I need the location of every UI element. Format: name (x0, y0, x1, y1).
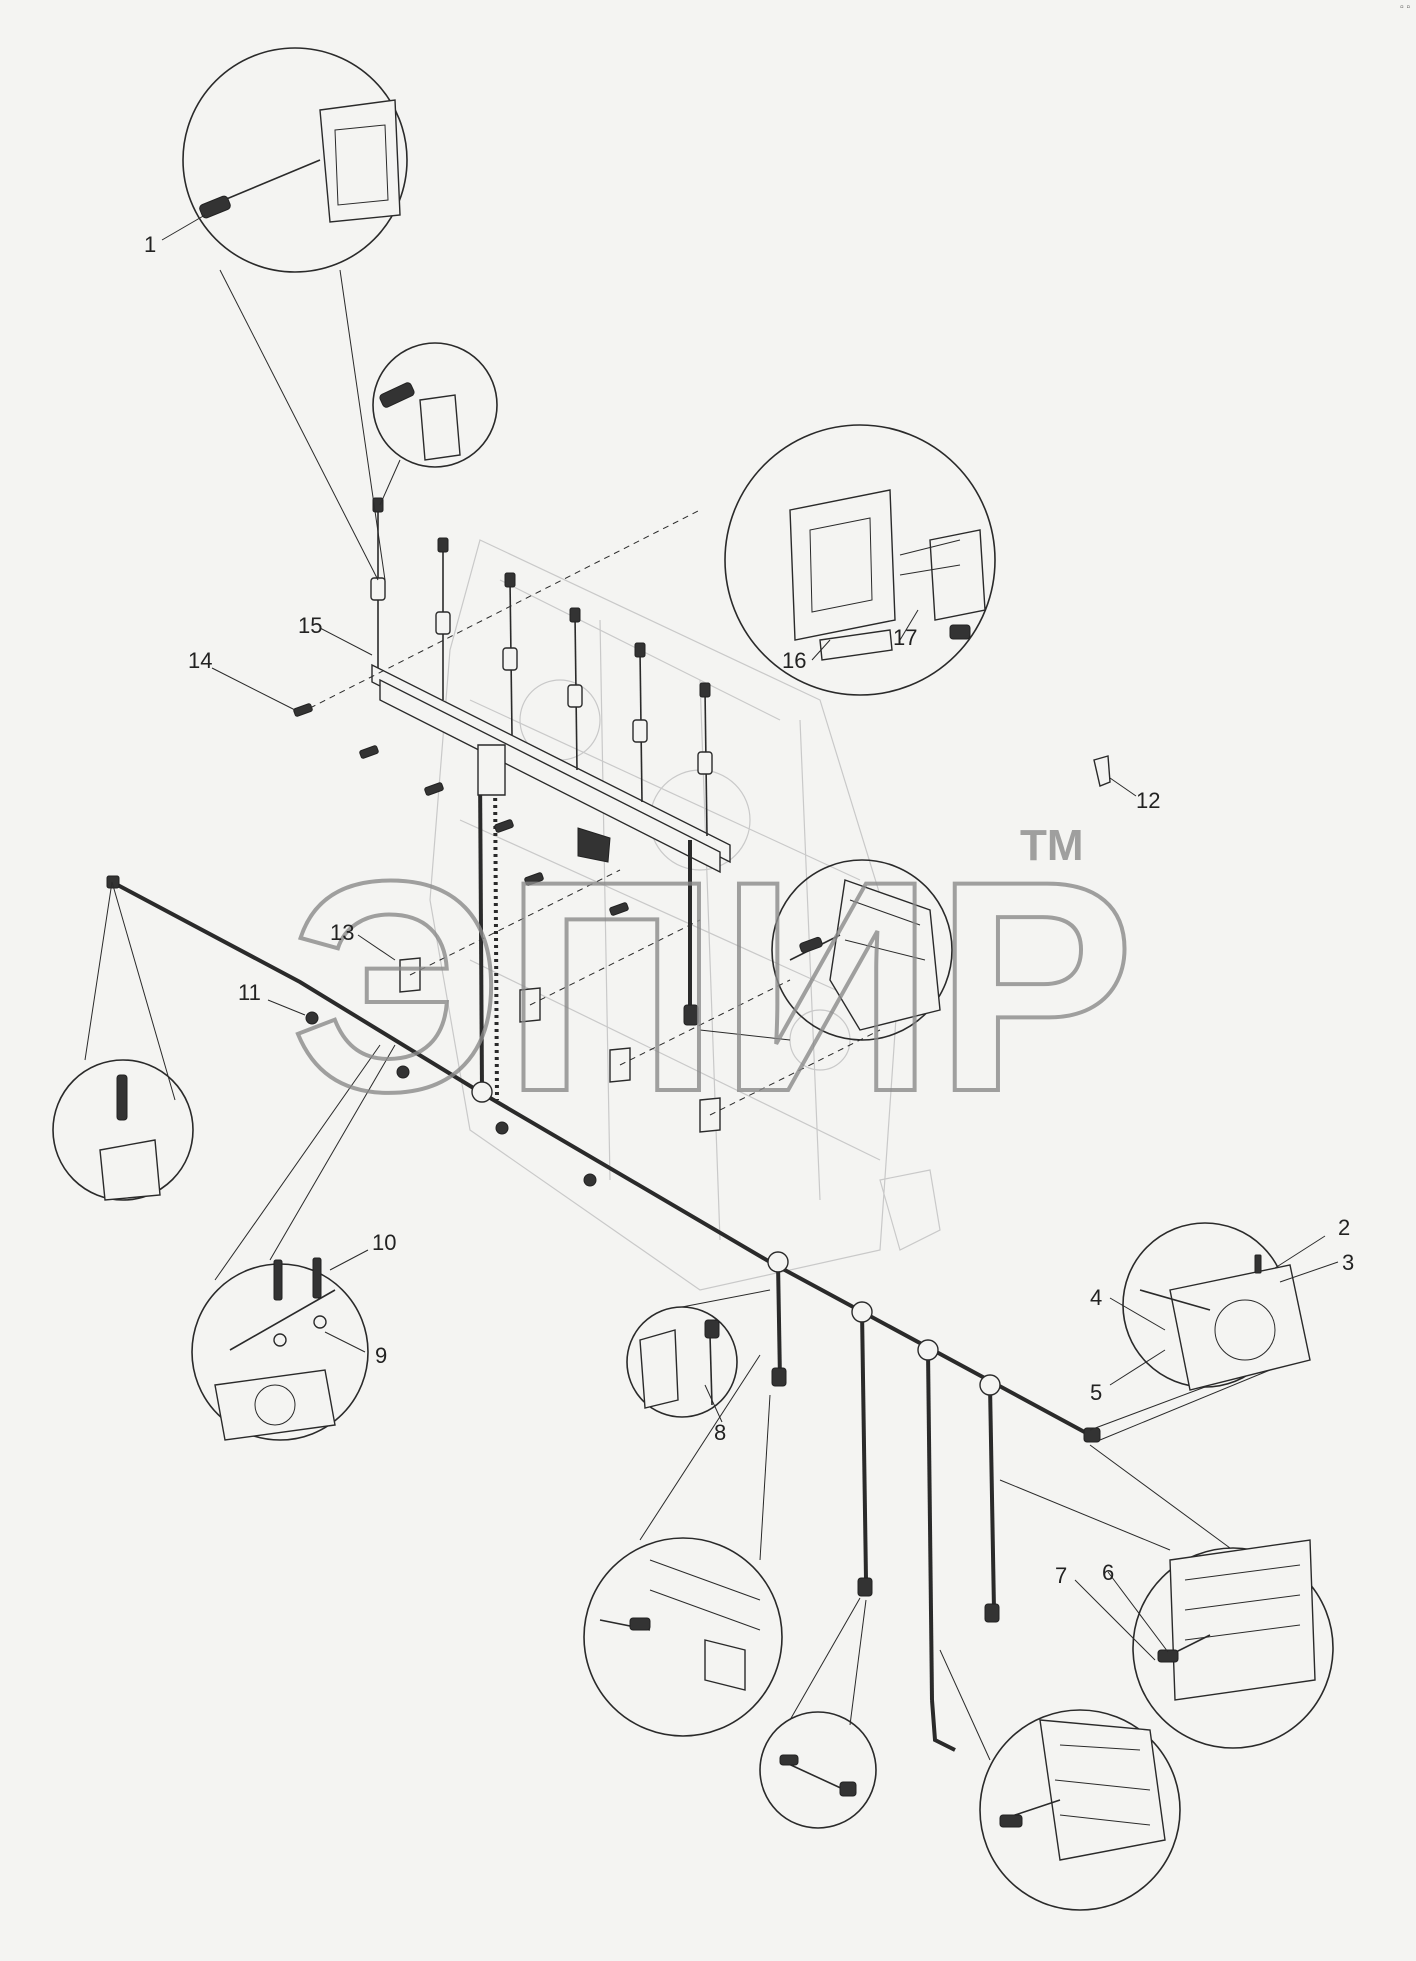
callout-17: 17 (893, 625, 917, 650)
watermark-brand: ЭПИР (290, 818, 1135, 1154)
watermark: ЭПИР TM (288, 816, 1137, 1156)
watermark-trademark: TM (1020, 821, 1084, 870)
callout-2: 2 (1338, 1215, 1350, 1240)
sensor-plug-inset (759, 1597, 877, 1829)
left-pump-inset (52, 881, 194, 1201)
corner-mark: ▫ ▫ (1400, 2, 1410, 13)
pump-top-inset (699, 859, 953, 1041)
main-harness (106, 769, 1101, 1752)
callout-numbers: 1 2 3 4 5 6 7 8 9 10 11 12 13 14 15 16 1… (144, 232, 1354, 1588)
bracket-12 (1093, 755, 1111, 787)
callout-15: 15 (298, 613, 322, 638)
ecu-module-inset (724, 424, 996, 696)
callout-13: 13 (330, 920, 354, 945)
callout-8: 8 (714, 1420, 726, 1445)
callout-3: 3 (1342, 1250, 1354, 1275)
callout-16: 16 (782, 648, 806, 673)
housing-inset (1089, 1222, 1311, 1441)
engine-block-inset (999, 1444, 1334, 1749)
screws (293, 509, 701, 916)
callout-12: 12 (1136, 788, 1160, 813)
callout-leaders (161, 214, 1339, 1661)
callout-11: 11 (238, 980, 261, 1005)
injection-pump-inset (939, 1649, 1181, 1911)
sensor-head-inset (182, 47, 408, 581)
callout-1: 1 (144, 232, 156, 257)
callout-7: 7 (1055, 1563, 1067, 1588)
callout-14: 14 (188, 648, 212, 673)
small-sensor-inset (626, 1289, 771, 1418)
callout-5: 5 (1090, 1380, 1102, 1405)
callout-6: 6 (1102, 1560, 1114, 1585)
harness-clips (305, 869, 881, 1187)
connector-inset (372, 342, 498, 506)
flange-bolts-inset (191, 1044, 396, 1441)
callout-4: 4 (1090, 1285, 1102, 1310)
callout-10: 10 (372, 1230, 396, 1255)
connector-plug-inset (583, 1354, 783, 1737)
callout-9: 9 (375, 1343, 387, 1368)
